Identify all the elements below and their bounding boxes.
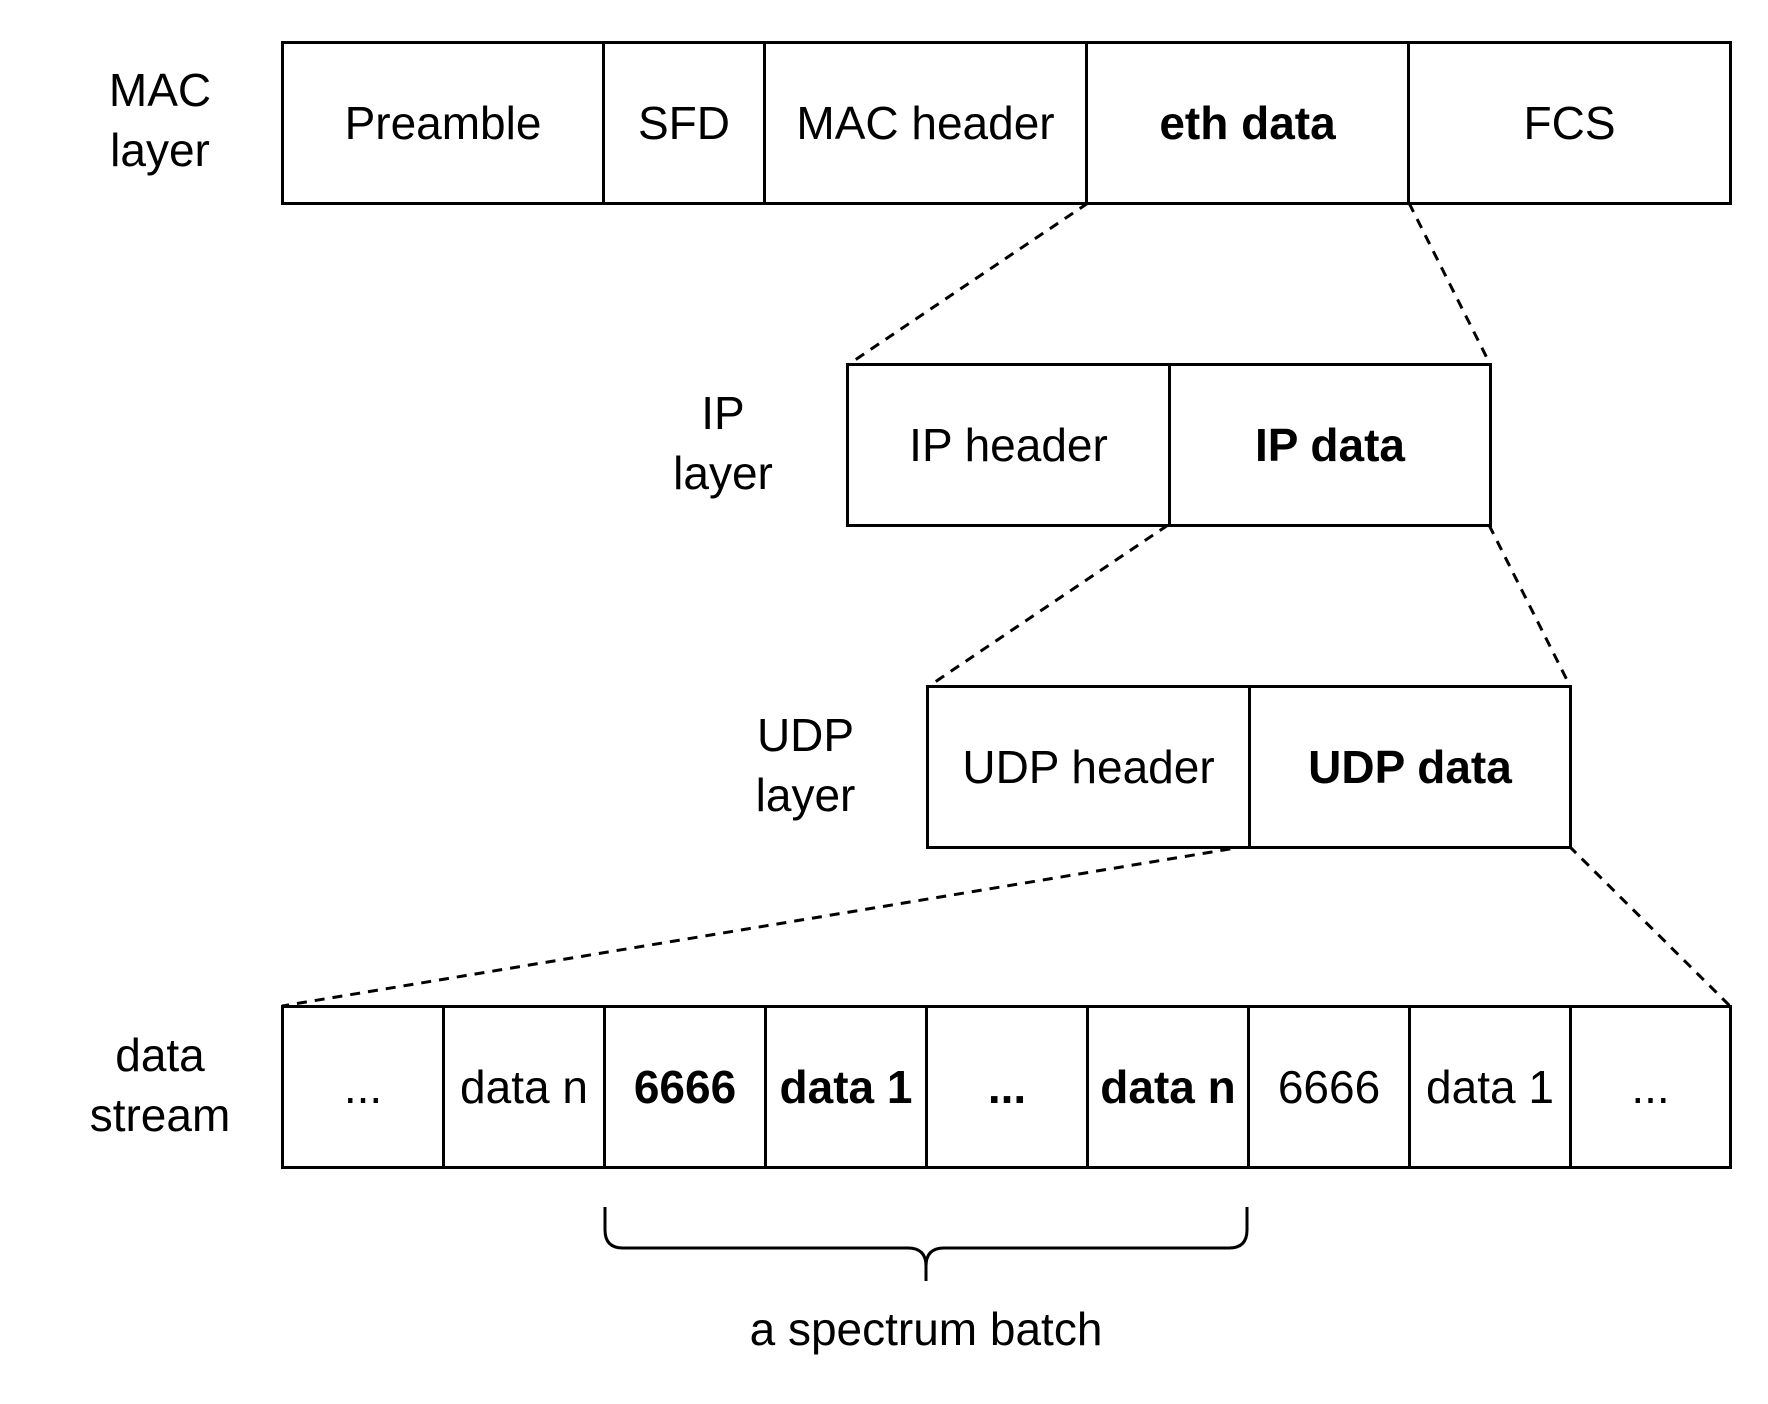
- udp-cell-udp-data: UDP data: [1248, 685, 1572, 849]
- connector-ip-udp-right: [1487, 524, 1571, 685]
- mac-layer-label: MAC layer: [95, 60, 225, 180]
- stream-cell-6666-next: 6666: [1247, 1005, 1411, 1169]
- mac-cell-sfd: SFD: [602, 41, 766, 205]
- stream-cell-ellipsis-batch: ...: [925, 1005, 1089, 1169]
- ip-layer-label: IP layer: [663, 383, 783, 503]
- data-stream-label-line2: stream: [89, 1089, 231, 1141]
- stream-cell-ellipsis-end: ...: [1569, 1005, 1732, 1169]
- udp-layer-label-line1: UDP: [756, 709, 855, 761]
- connector-udp-stream-left: [281, 844, 1249, 1008]
- stream-cell-data-n-prev: data n: [442, 1005, 606, 1169]
- stream-cell-6666-batch: 6666: [603, 1005, 767, 1169]
- mac-cell-fcs: FCS: [1407, 41, 1732, 205]
- mac-layer-label-line2: layer: [110, 124, 210, 176]
- udp-layer-label: UDP layer: [738, 705, 873, 825]
- ip-layer-label-line2: layer: [673, 447, 773, 499]
- ip-cell-ip-header: IP header: [846, 363, 1171, 527]
- mac-layer-label-line1: MAC: [108, 64, 212, 116]
- ip-layer-label-line1: IP: [701, 387, 745, 439]
- data-stream-label-line1: data: [115, 1029, 205, 1081]
- udp-cell-udp-header: UDP header: [926, 685, 1251, 849]
- data-stream-label: data stream: [80, 1025, 240, 1145]
- connector-ip-udp-left: [931, 523, 1169, 686]
- mac-cell-eth-data: eth data: [1085, 41, 1410, 205]
- connector-udp-stream-right: [1567, 844, 1732, 1008]
- stream-cell-ellipsis-start: ...: [281, 1005, 445, 1169]
- stream-cell-data-n-batch: data n: [1086, 1005, 1250, 1169]
- stream-cell-data-1-batch: data 1: [764, 1005, 928, 1169]
- connector-mac-ip-right: [1407, 202, 1491, 363]
- stream-cell-data-1-next: data 1: [1408, 1005, 1572, 1169]
- mac-cell-preamble: Preamble: [281, 41, 605, 205]
- connector-mac-ip-left: [851, 201, 1089, 364]
- ip-cell-ip-data: IP data: [1168, 363, 1492, 527]
- spectrum-batch-brace: [603, 1207, 1249, 1281]
- spectrum-batch-caption: a spectrum batch: [749, 1303, 1103, 1355]
- udp-layer-label-line2: layer: [755, 769, 856, 821]
- mac-cell-mac-header: MAC header: [763, 41, 1088, 205]
